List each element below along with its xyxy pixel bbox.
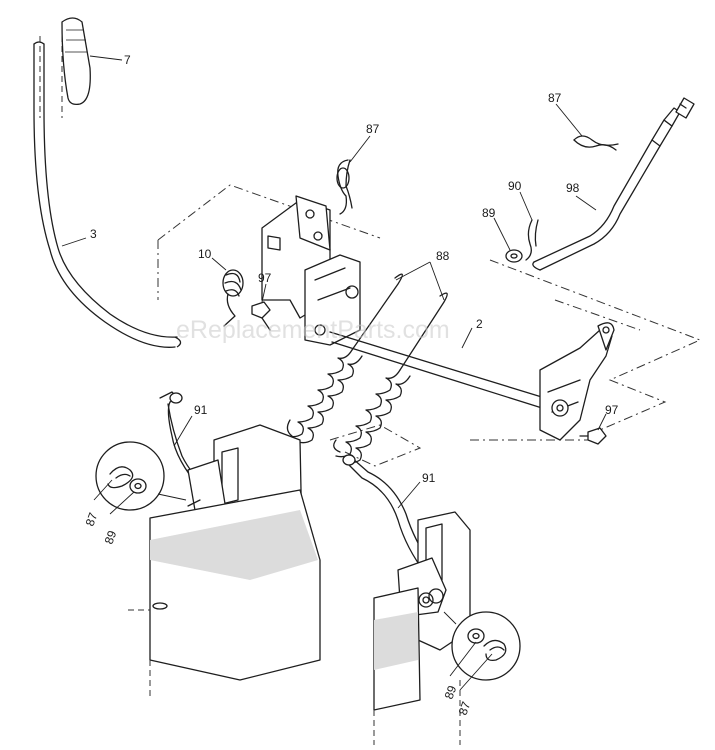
clip-right: [525, 219, 539, 261]
label-detail-right-washer: 89: [442, 683, 460, 701]
hairpin-clip-top: [336, 159, 353, 215]
bolt-left: [251, 301, 271, 331]
label-torsion-spring: 10: [198, 247, 212, 261]
label-bolt-right: 97: [605, 403, 619, 417]
center-bracket: [261, 195, 361, 346]
label-detail-left-clip: 87: [83, 510, 101, 528]
label-lift-handle-grip: 7: [124, 53, 131, 67]
lift-handle-assembly: [33, 17, 182, 348]
watermark: eReplacementParts.com: [176, 316, 450, 344]
assist-spring-left: [286, 273, 403, 444]
frame-outline: [39, 36, 702, 467]
deck-left: [128, 489, 321, 700]
leader-lines: [61, 55, 607, 691]
label-bolt-left: 97: [258, 271, 272, 285]
lift-handle-grip: [61, 17, 91, 106]
label-detail-right-clip: 87: [456, 699, 474, 717]
right-rod: [532, 97, 695, 271]
label-link-right: 91: [422, 471, 436, 485]
label-lift-handle: 3: [90, 227, 97, 241]
label-link-left: 91: [194, 403, 208, 417]
lift-shaft: [329, 331, 546, 409]
label-washer-right: 89: [482, 206, 496, 220]
right-bracket: [539, 322, 615, 441]
washer-right: [505, 249, 523, 263]
lift-handle-rod: [33, 43, 176, 348]
label-detail-left-washer: 89: [102, 528, 120, 546]
label-assist-springs: 88: [436, 249, 450, 263]
label-hairpin-clip-top: 87: [366, 122, 380, 136]
detail-circle-left: [95, 441, 187, 511]
bolt-right: [579, 427, 607, 445]
torsion-spring: [222, 269, 244, 327]
label-clip-right: 90: [508, 179, 522, 193]
link-left: [159, 391, 207, 489]
hairpin-clip-right: [573, 135, 619, 151]
detail-circle-right: [443, 611, 521, 681]
label-lift-shaft: 2: [476, 317, 483, 331]
label-rod-right: 98: [566, 181, 580, 195]
deck-right: [373, 587, 461, 745]
label-hairpin-clip-right: 87: [548, 91, 562, 105]
part-labels: 7 3 10 87 97 88 2 87 90 89 98 97 91 91 8…: [83, 53, 619, 717]
